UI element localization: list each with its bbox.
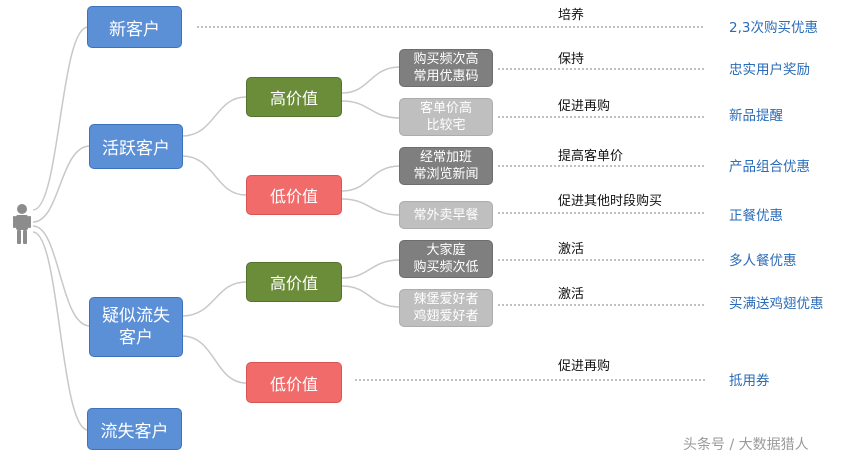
link-active-low	[181, 155, 247, 196]
result-label-1: 忠实用户奖励	[729, 62, 810, 78]
link-ch-s6	[341, 285, 401, 308]
link-root-new	[32, 26, 89, 211]
result-label-2: 新品提醒	[729, 108, 783, 124]
result-label-4: 正餐优惠	[729, 208, 783, 224]
person-icon	[13, 204, 31, 244]
link-churn-low	[181, 335, 247, 384]
action-label-new: 培养	[558, 8, 585, 23]
segment-node-6: 辣堡爱好者 鸡翅爱好者	[399, 289, 493, 327]
segment-node-4: 常外卖早餐	[399, 201, 493, 229]
link-root-churned	[32, 231, 89, 431]
result-label-6: 买满送鸡翅优惠	[729, 296, 824, 312]
link-root-churn	[32, 225, 91, 327]
active-customer-node: 活跃客户	[89, 124, 183, 169]
action-label-6: 激活	[558, 287, 585, 302]
result-label-3: 产品组合优惠	[729, 159, 810, 175]
result-label-churn-low: 抵用券	[729, 373, 770, 389]
link-al-s3	[341, 165, 401, 192]
active-high-value-node: 高价值	[246, 77, 342, 117]
action-label-1: 保持	[558, 52, 585, 67]
result-label-new: 2,3次购买优惠	[729, 20, 818, 36]
segment-node-2: 客单价高 比较宅	[399, 98, 493, 136]
new-customer-node: 新客户	[87, 6, 182, 48]
active-low-value-node: 低价值	[246, 175, 342, 215]
churned-customer-node: 流失客户	[87, 408, 182, 450]
churn-high-value-node: 高价值	[246, 262, 342, 302]
segment-node-3: 经常加班 常浏览新闻	[399, 147, 493, 185]
action-label-5: 激活	[558, 242, 585, 257]
watermark: 头条号 / 大数据猎人	[683, 437, 809, 453]
link-churn-high	[181, 281, 247, 317]
segment-node-5: 大家庭 购买频次低	[399, 240, 493, 278]
churn-low-value-node: 低价值	[246, 362, 342, 403]
result-label-5: 多人餐优惠	[729, 253, 797, 269]
link-active-high	[181, 96, 247, 137]
link-root-active	[32, 145, 91, 223]
link-al-s4	[341, 198, 401, 216]
action-label-4: 促进其他时段购买	[558, 194, 663, 209]
action-label-churn-low: 促进再购	[558, 359, 611, 374]
action-label-3: 提高客单价	[558, 149, 624, 164]
segment-node-1: 购买频次高 常用优惠码	[399, 49, 493, 87]
link-ah-s1	[341, 66, 401, 94]
action-label-2: 促进再购	[558, 99, 611, 114]
suspected-churn-customer-node: 疑似流失 客户	[89, 297, 183, 357]
link-ah-s2	[341, 100, 401, 119]
link-ch-s5	[341, 259, 401, 279]
